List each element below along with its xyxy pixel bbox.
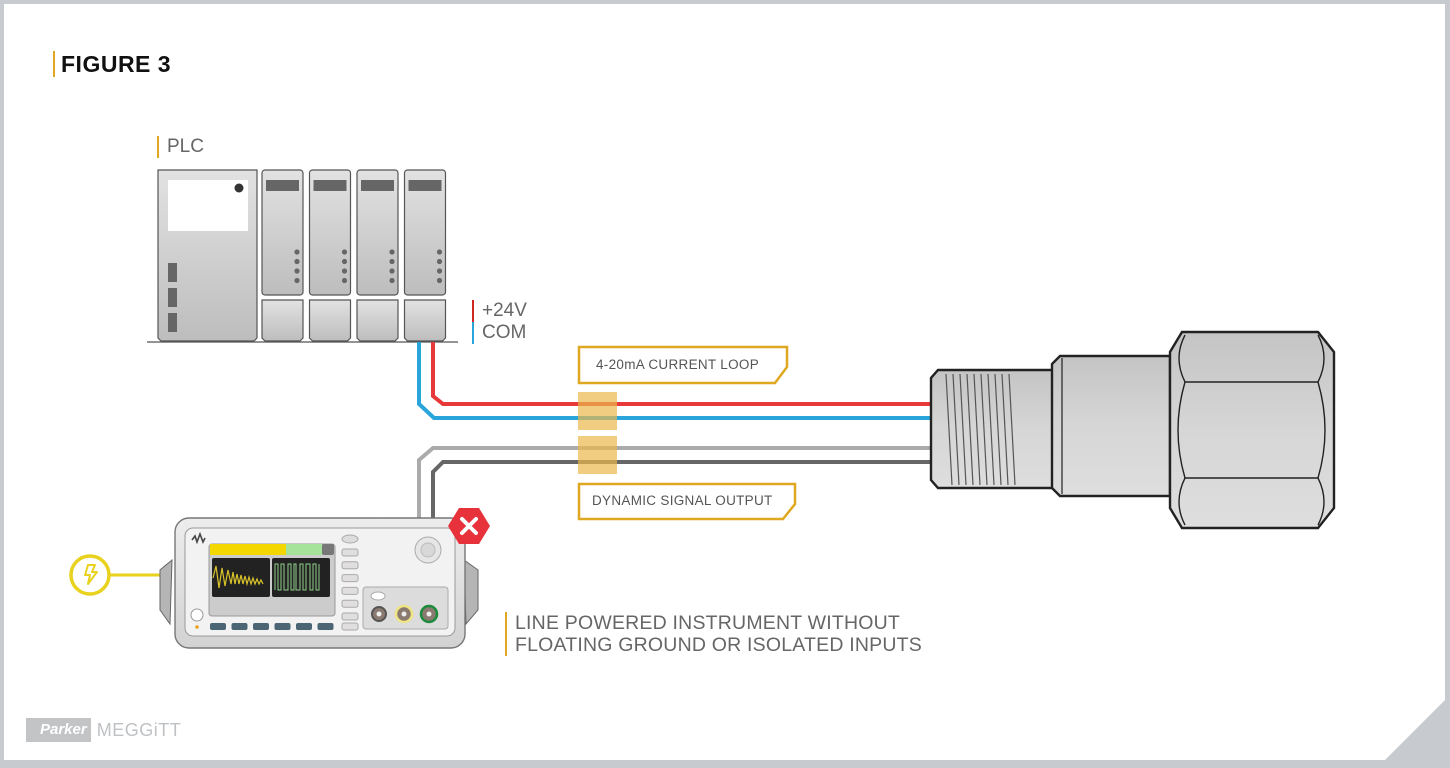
instrument-button (341, 586, 359, 595)
wire-signal-dark (431, 460, 932, 520)
instrument-button (341, 534, 359, 544)
instrument-warning-text: LINE POWERED INSTRUMENT WITHOUT FLOATING… (505, 612, 922, 656)
callout-box-current-loop (577, 345, 789, 385)
instrument-button (341, 599, 359, 608)
wire-signal-light (417, 446, 932, 520)
positive-voltage-label: +24V (472, 300, 527, 322)
instrument-soft-key (231, 623, 248, 630)
current-loop-label: 4-20mA CURRENT LOOP (596, 357, 759, 372)
instrument-button (341, 622, 359, 631)
sensor-body (1050, 354, 1172, 498)
instrument-soft-key (210, 623, 226, 630)
wire-positive (431, 342, 932, 406)
instrument-button (341, 574, 359, 583)
parker-logo: Parker (26, 718, 91, 742)
waveform-logo-icon (191, 531, 206, 545)
common-label: COM (472, 322, 526, 344)
power-button-icon (190, 608, 204, 622)
power-source (69, 554, 160, 596)
screen-status-bar-green (286, 544, 322, 555)
meggitt-logo: MEGGiTT (96, 719, 182, 740)
plc-io-module (356, 169, 399, 342)
brand-logo: Parker MEGGiTT (26, 718, 181, 742)
warning-line-2: FLOATING GROUND OR ISOLATED INPUTS (515, 634, 922, 656)
plc-indicator (234, 183, 244, 193)
instrument-button (341, 612, 359, 621)
sensor-hex-nut (1168, 330, 1336, 530)
instrument-button (341, 561, 359, 570)
plc-io-module (261, 169, 304, 342)
instrument-soft-key (274, 623, 291, 630)
error-x-icon (448, 508, 490, 544)
screen-status-bar-yellow (210, 544, 286, 555)
cable-band-signal (578, 436, 617, 474)
instrument-handle-left (159, 558, 173, 626)
wire-common (417, 342, 932, 420)
plc-rack (147, 169, 458, 343)
function-generator (159, 517, 479, 649)
sensor-threads (945, 373, 1016, 486)
instrument-soft-key (253, 623, 269, 630)
plc-io-module (308, 169, 352, 342)
sensor (929, 330, 1336, 530)
instrument-button (341, 548, 359, 557)
callout-box-dynamic-output (577, 482, 797, 521)
instrument-soft-key (296, 623, 312, 630)
plc-label: PLC (157, 136, 204, 158)
figure-title: FIGURE 3 (53, 51, 171, 77)
dynamic-output-label: DYNAMIC SIGNAL OUTPUT (592, 493, 773, 508)
plc-io-module (403, 169, 447, 342)
cable-band-current-loop (578, 392, 617, 430)
instrument-soft-key (317, 623, 334, 630)
warning-line-1: LINE POWERED INSTRUMENT WITHOUT (515, 612, 901, 634)
wires (417, 342, 932, 520)
